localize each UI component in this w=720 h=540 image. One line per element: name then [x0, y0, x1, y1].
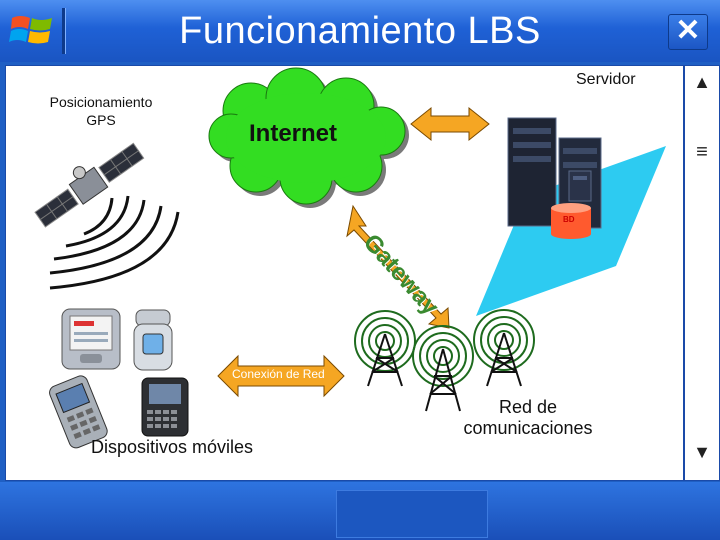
tower-icon	[354, 310, 416, 387]
gps-signal-waves	[49, 195, 180, 290]
internet-label: Internet	[249, 120, 338, 147]
diagram-canvas: Posicionamiento GPS Servidor Internet Ga…	[5, 65, 684, 481]
flip-phone-icon	[133, 309, 173, 371]
internet-server-arrow	[410, 106, 490, 142]
database-label: BD	[563, 215, 575, 224]
pda-icon	[61, 308, 121, 370]
window-title: Funcionamiento LBS	[179, 10, 541, 52]
server-label: Servidor	[576, 71, 636, 88]
bottom-panel	[336, 490, 488, 538]
scroll-grip-icon[interactable]: ≡	[696, 141, 708, 163]
database-icon	[551, 203, 591, 239]
scroll-down-icon[interactable]: ▼	[693, 442, 711, 462]
scroll-up-icon[interactable]: ▲	[693, 72, 711, 92]
internet-cloud	[208, 67, 409, 208]
gateway-arrow	[346, 204, 450, 329]
comm-network-label: Red de comunicaciones	[463, 397, 593, 438]
tower-icon	[473, 309, 535, 387]
devices-label: Dispositivos móviles	[91, 437, 254, 457]
network-connection-label: Conexión de Red	[232, 367, 325, 381]
network-connection-arrow	[217, 354, 345, 398]
diagram-graphics	[34, 67, 666, 449]
tower-icon	[412, 325, 474, 412]
blackberry-icon	[141, 377, 189, 437]
title-separator	[62, 8, 66, 54]
title-bar: Funcionamiento LBS ✕	[0, 0, 720, 62]
vertical-scrollbar[interactable]: ▲ ≡ ▼	[684, 65, 720, 481]
phone-icon	[49, 375, 108, 449]
windows-logo-icon	[9, 16, 52, 44]
satellite-icon	[34, 142, 145, 228]
close-button[interactable]: ✕	[668, 14, 708, 50]
gps-label: Posicionamiento GPS	[49, 94, 153, 128]
